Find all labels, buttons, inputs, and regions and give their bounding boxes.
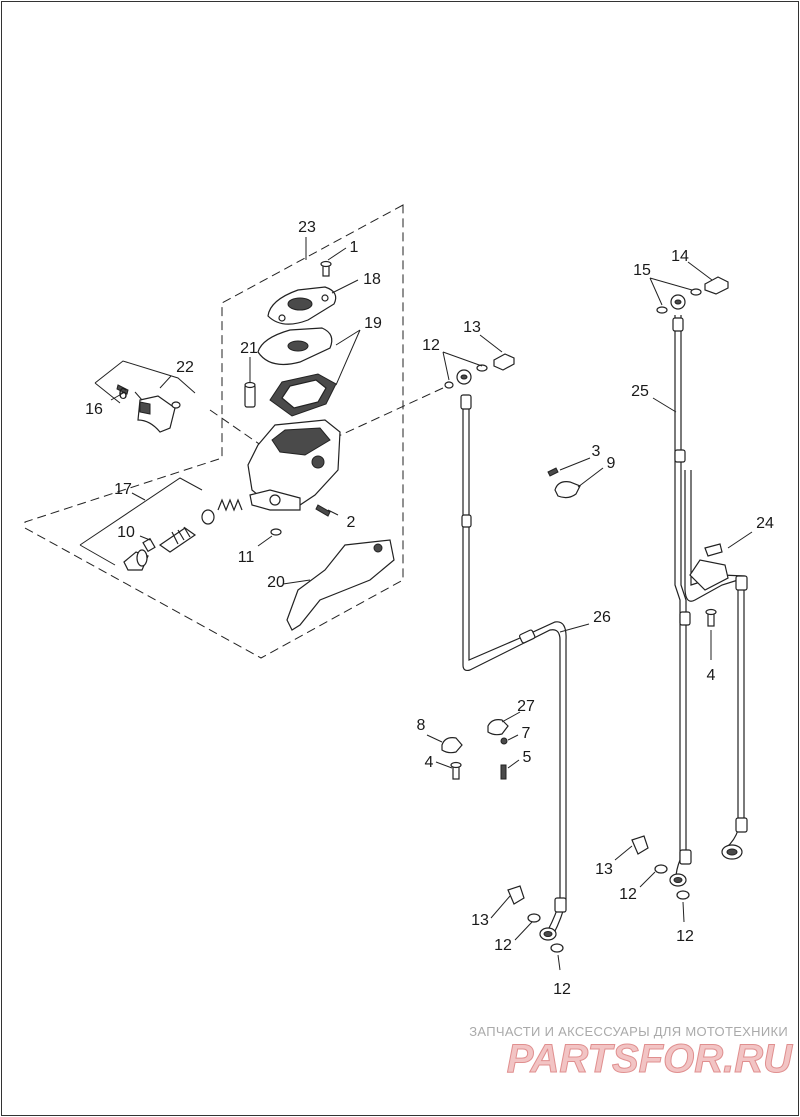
washer-part-12-mid-top-a bbox=[444, 381, 454, 389]
callout-21: 21 bbox=[240, 340, 258, 357]
callout-6: 6 bbox=[119, 386, 128, 403]
brake-hose-part-24 bbox=[684, 470, 748, 860]
banjo-bolt-part-13-mid-top bbox=[493, 353, 515, 371]
screw-part-4-right bbox=[705, 608, 717, 627]
callout-22: 22 bbox=[176, 359, 194, 376]
washer-part-12-right-b bbox=[676, 890, 690, 900]
gasket-diaphragm-part-19b bbox=[269, 373, 337, 417]
callout-13-mid-bottom: 13 bbox=[471, 912, 489, 929]
callout-10: 10 bbox=[117, 524, 135, 541]
alignment-line-1 bbox=[329, 387, 444, 441]
screw-part-2 bbox=[315, 504, 331, 517]
leader-lines-left bbox=[110, 237, 361, 585]
o-ring-part-11 bbox=[270, 528, 282, 536]
callout-17: 17 bbox=[114, 481, 132, 498]
callout-13-mid-top: 13 bbox=[463, 319, 481, 336]
washer-part-12-mid-top-b bbox=[476, 364, 488, 372]
callout-12-right-b: 12 bbox=[676, 928, 694, 945]
callout-2: 2 bbox=[347, 514, 356, 531]
callout-18: 18 bbox=[363, 271, 381, 288]
assembly-boundary-23 bbox=[24, 204, 404, 659]
brake-hose-part-25 bbox=[669, 294, 692, 887]
leader-lines-right bbox=[614, 261, 753, 923]
banjo-bolt-part-13-right bbox=[631, 835, 649, 855]
callout-12-mid-bottom-a: 12 bbox=[494, 937, 512, 954]
screw-part-4-mid bbox=[450, 761, 462, 780]
callout-16: 16 bbox=[85, 401, 103, 418]
washer-part-12-mid-bottom-b bbox=[550, 943, 564, 953]
banjo-bolt-part-13-mid-bottom bbox=[507, 885, 525, 905]
washer-part-12-right-a bbox=[654, 864, 668, 874]
callout-4-mid: 4 bbox=[425, 754, 434, 771]
callout-19: 19 bbox=[364, 315, 382, 332]
callout-5: 5 bbox=[523, 749, 532, 766]
callout-9: 9 bbox=[607, 455, 616, 472]
callout-12-right-a: 12 bbox=[619, 886, 637, 903]
callout-3: 3 bbox=[592, 443, 601, 460]
callout-12-mid-bottom-b: 12 bbox=[553, 981, 571, 998]
callout-12-mid-top: 12 bbox=[422, 337, 440, 354]
callout-14: 14 bbox=[671, 248, 689, 265]
callout-8: 8 bbox=[417, 717, 426, 734]
clip-part-8 bbox=[441, 737, 463, 754]
nut-part-7 bbox=[500, 737, 508, 745]
reservoir-cover-part-18 bbox=[267, 286, 337, 325]
brake-lever-part-20 bbox=[286, 539, 395, 631]
clip-part-9 bbox=[554, 481, 581, 499]
piston-part-10 bbox=[142, 526, 197, 553]
clamp-screw-part-6 bbox=[116, 384, 181, 409]
dust-boot-part bbox=[123, 549, 149, 571]
callout-1: 1 bbox=[350, 239, 359, 256]
callout-25: 25 bbox=[631, 383, 649, 400]
gasket-plate-part-19a bbox=[257, 327, 333, 365]
assembly-boundary-22 bbox=[94, 360, 196, 404]
screw-part-5 bbox=[500, 764, 507, 780]
washer-part-12-mid-bottom-a bbox=[527, 913, 541, 923]
alignment-line-2 bbox=[209, 409, 266, 449]
callout-23: 23 bbox=[298, 219, 316, 236]
master-cylinder-body bbox=[247, 419, 341, 511]
handlebar-clamp-part-16 bbox=[137, 395, 176, 433]
callout-24: 24 bbox=[756, 515, 774, 532]
callout-15: 15 bbox=[633, 262, 651, 279]
callout-20: 20 bbox=[267, 574, 285, 591]
brake-hose-part-26 bbox=[456, 369, 567, 941]
pivot-pin-part-21 bbox=[244, 381, 256, 408]
spring-part bbox=[217, 498, 243, 512]
callout-27: 27 bbox=[517, 698, 535, 715]
washer-part-15-b bbox=[690, 288, 702, 296]
screw-part-3 bbox=[547, 467, 559, 477]
screw-part-1 bbox=[320, 260, 332, 277]
callout-4-right: 4 bbox=[707, 667, 716, 684]
callout-11: 11 bbox=[238, 549, 255, 566]
callout-26: 26 bbox=[593, 609, 611, 626]
assembly-boundary-17 bbox=[79, 477, 203, 566]
watermark-tagline: ЗАПЧАСТИ И АКСЕССУАРЫ ДЛЯ МОТОТЕХНИКИ bbox=[469, 1024, 788, 1039]
clip-part-27 bbox=[487, 719, 509, 736]
banjo-bolt-part-14 bbox=[704, 276, 729, 295]
seal-washer-part bbox=[201, 509, 215, 525]
callout-13-right: 13 bbox=[595, 861, 613, 878]
watermark-logo: PARTSFOR.RU bbox=[507, 1037, 793, 1081]
callout-7: 7 bbox=[522, 725, 531, 742]
leader-lines-middle bbox=[426, 334, 604, 971]
washer-part-15-a bbox=[656, 306, 668, 314]
